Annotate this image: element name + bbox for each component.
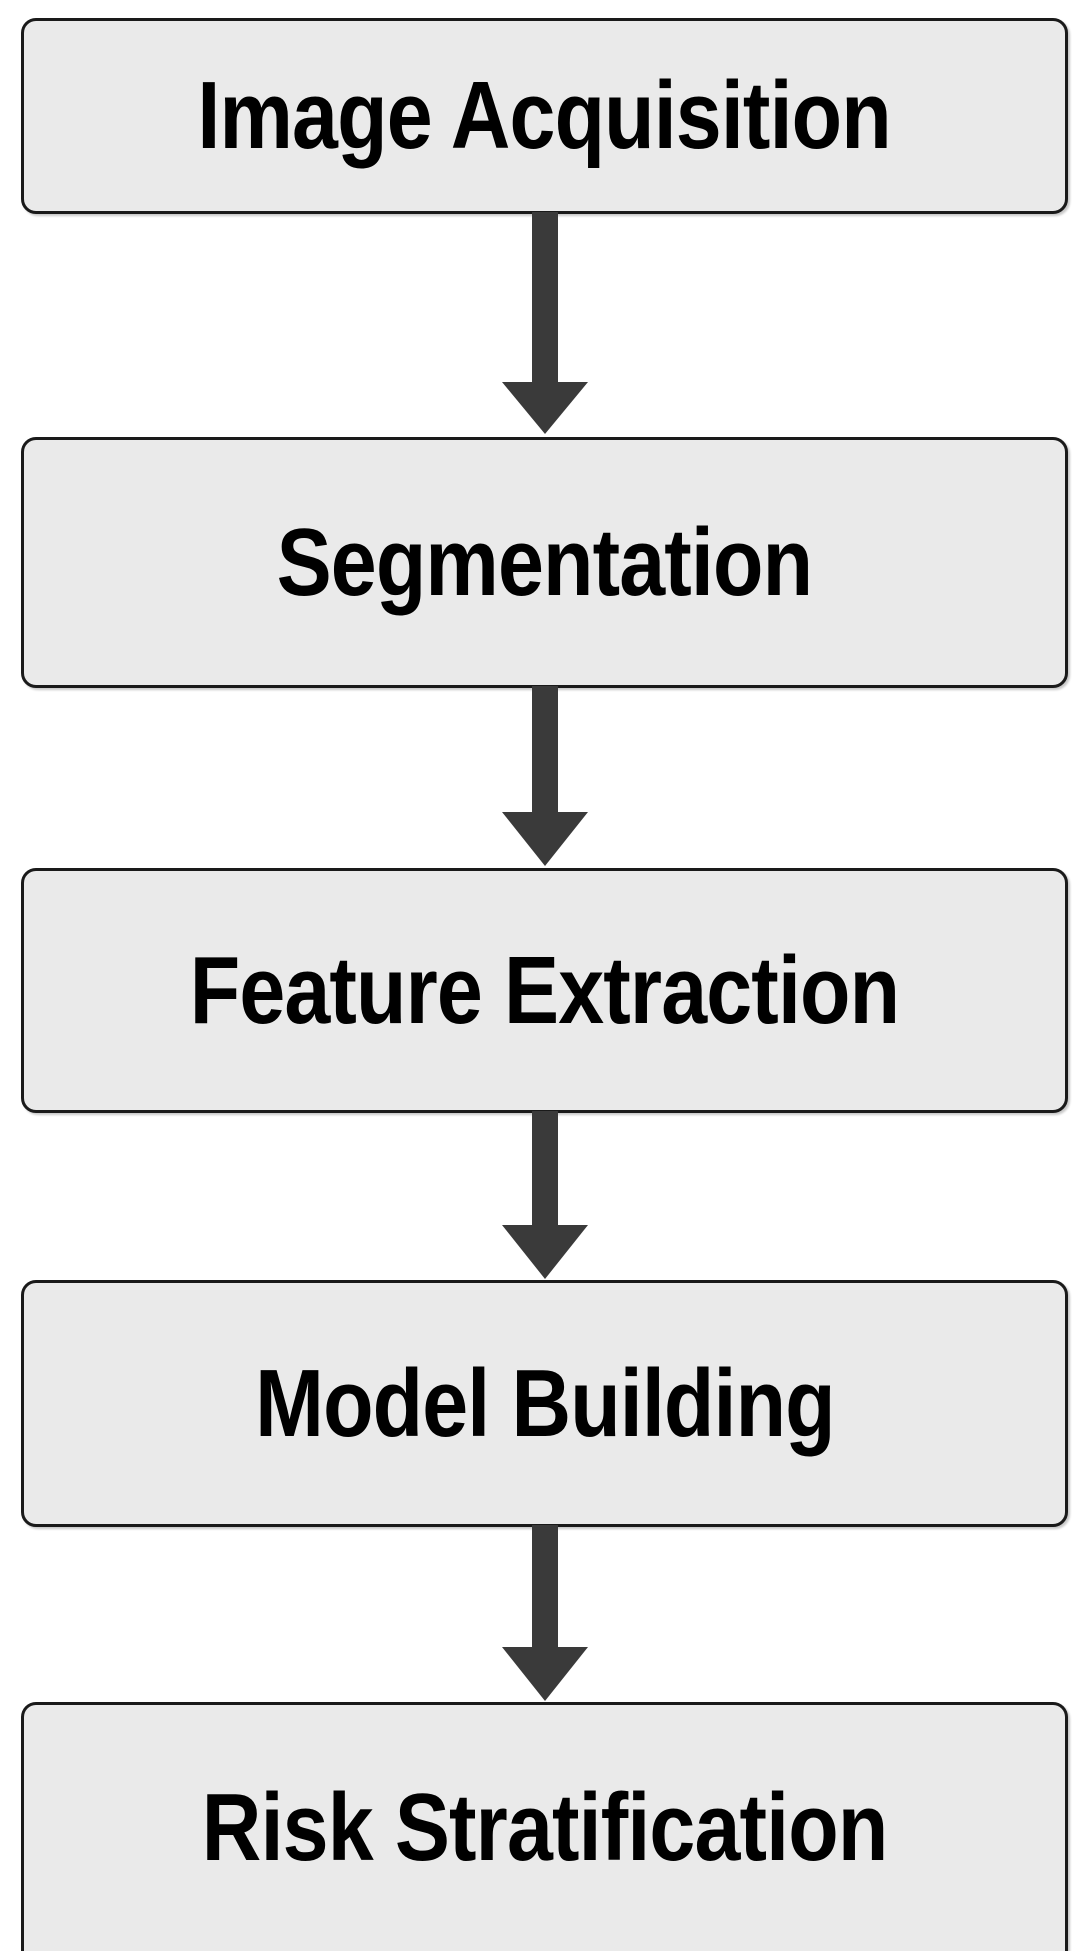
- arrow-down-icon: [502, 1525, 588, 1701]
- flow-node-feature-extraction[interactable]: Feature Extraction: [21, 868, 1068, 1113]
- flow-edge-feature-extraction-to-model-building: [0, 1111, 1091, 1283]
- flow-node-label: Segmentation: [276, 508, 813, 616]
- flow-node-image-acquisition[interactable]: Image Acquisition: [21, 18, 1068, 214]
- flow-node-segmentation[interactable]: Segmentation: [21, 437, 1068, 688]
- flow-edge-image-acquisition-to-segmentation: [0, 212, 1091, 440]
- arrow-down-icon: [502, 686, 588, 866]
- flow-node-label: Feature Extraction: [189, 936, 900, 1044]
- flow-node-label: Model Building: [254, 1349, 835, 1457]
- flow-edge-model-building-to-risk-stratification: [0, 1525, 1091, 1705]
- flow-node-label: Image Acquisition: [197, 62, 892, 169]
- arrow-down-icon: [502, 1111, 588, 1279]
- arrow-down-icon: [502, 212, 588, 434]
- flow-node-model-building[interactable]: Model Building: [21, 1280, 1068, 1527]
- flow-node-label: Risk Stratification: [201, 1774, 888, 1881]
- flow-edge-segmentation-to-feature-extraction: [0, 686, 1091, 871]
- flow-node-risk-stratification[interactable]: Risk Stratification: [21, 1702, 1068, 1951]
